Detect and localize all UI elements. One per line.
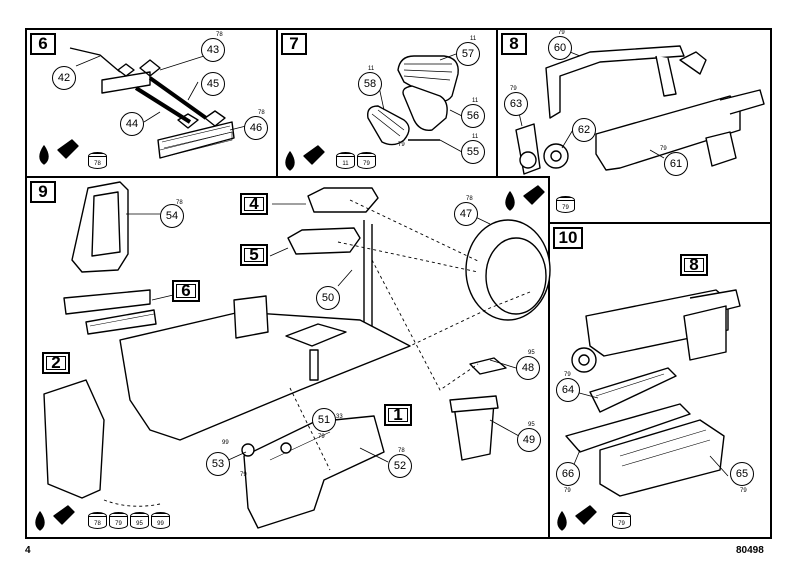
part-callout: 45 <box>201 72 225 96</box>
paint-tag: 79 <box>740 488 747 494</box>
paint-tag: 33 <box>336 414 343 420</box>
part-callout: 42 <box>52 66 76 90</box>
part-callout: 65 <box>730 462 754 486</box>
paint-tag: 78 <box>398 448 405 454</box>
paint-tins-step7: 11 79 <box>336 152 376 169</box>
paint-tin: 11 <box>336 152 355 169</box>
part-callout: 52 <box>388 454 412 478</box>
paint-tag: 78 <box>176 200 183 206</box>
step10-parts <box>565 289 741 497</box>
paint-tag: 11 <box>472 134 479 140</box>
part-callout: 48 <box>516 356 540 380</box>
paint-tag: 95 <box>528 350 535 356</box>
page-number: 4 <box>25 545 31 556</box>
step-reference-4: 4 <box>240 193 268 215</box>
paint-tins-step9: 78 79 95 99 <box>88 512 170 529</box>
step-reference-2: 2 <box>42 352 70 374</box>
paint-tag: 79 <box>398 142 405 148</box>
part-callout: 44 <box>120 112 144 136</box>
part-callout: 61 <box>664 152 688 176</box>
part-callout: 51 <box>312 408 336 432</box>
paint-tag: 78 <box>216 32 223 38</box>
paint-tag: 11 <box>470 36 477 42</box>
paint-tin: 79 <box>612 512 631 529</box>
step-label-10: 10 <box>553 227 583 249</box>
paint-tag: 11 <box>472 98 479 104</box>
paint-tin: 78 <box>88 512 107 529</box>
part-callout: 50 <box>316 286 340 310</box>
step9-parts <box>43 181 551 529</box>
step-label-9: 9 <box>30 181 56 203</box>
step-reference-1: 1 <box>384 404 412 426</box>
step8-parts <box>515 45 765 175</box>
paint-tins-step6: 78 <box>88 152 107 169</box>
paint-tin: 79 <box>556 196 575 213</box>
step7-parts <box>367 55 459 146</box>
part-callout: 64 <box>556 378 580 402</box>
part-callout: 46 <box>244 116 268 140</box>
paint-tag: 79 <box>510 86 517 92</box>
part-callout: 55 <box>461 140 485 164</box>
paint-tag: 79 <box>558 30 565 36</box>
step-label-7: 7 <box>281 33 307 55</box>
paint-tin: 78 <box>88 152 107 169</box>
paint-tag: 79 <box>564 372 571 378</box>
part-callout: 62 <box>572 118 596 142</box>
step-label-8: 8 <box>501 33 527 55</box>
paint-tin: 95 <box>130 512 149 529</box>
step-reference-8: 8 <box>680 254 708 276</box>
step-label-6: 6 <box>30 33 56 55</box>
paint-tag: 79 <box>318 434 325 440</box>
paint-tag: 79 <box>564 488 571 494</box>
paint-tin: 99 <box>151 512 170 529</box>
step6-parts <box>69 47 235 159</box>
part-callout: 43 <box>201 38 225 62</box>
part-callout: 63 <box>504 92 528 116</box>
part-callout: 47 <box>454 202 478 226</box>
paint-tag: 79 <box>240 472 247 478</box>
paint-tin: 79 <box>109 512 128 529</box>
step-reference-6: 6 <box>172 280 200 302</box>
part-callout: 58 <box>358 72 382 96</box>
paint-tag: 78 <box>258 110 265 116</box>
paint-tin: 79 <box>357 152 376 169</box>
step-reference-5: 5 <box>240 244 268 266</box>
part-callout: 57 <box>456 42 480 66</box>
kit-code: 80498 <box>736 545 764 556</box>
part-callout: 66 <box>556 462 580 486</box>
paint-tag: 79 <box>660 146 667 152</box>
paint-tag: 11 <box>368 66 375 72</box>
part-callout: 54 <box>160 204 184 228</box>
paint-tag: 99 <box>222 440 229 446</box>
part-callout: 53 <box>206 452 230 476</box>
paint-tag: 95 <box>528 422 535 428</box>
part-callout: 56 <box>461 104 485 128</box>
paint-tool-icons <box>35 139 597 531</box>
paint-tag: 78 <box>466 196 473 202</box>
part-callout: 60 <box>548 36 572 60</box>
part-callout: 49 <box>517 428 541 452</box>
paint-tins-step10: 79 <box>612 512 631 529</box>
paint-tins-step8: 79 <box>556 196 575 213</box>
